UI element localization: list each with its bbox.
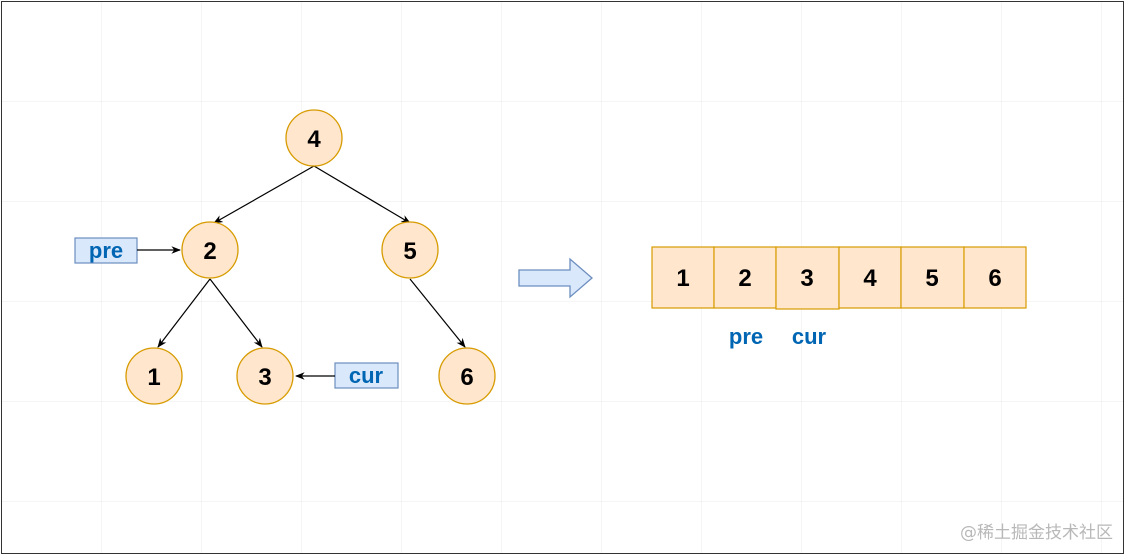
- edge-2-1: [157, 278, 211, 348]
- array-cell-label: 2: [738, 265, 751, 292]
- array-cell-label: 1: [676, 265, 689, 292]
- array-cell-5: 5: [900, 246, 965, 309]
- tree-node-5: 5: [381, 221, 439, 279]
- array-cell-label: 4: [863, 265, 877, 292]
- transform-arrow-icon: [518, 257, 593, 299]
- array-pre-label: pre: [729, 324, 763, 349]
- array-cell-label: 3: [800, 265, 813, 292]
- tree-node-2: 2: [181, 221, 239, 279]
- array-cell-label: 5: [925, 265, 938, 292]
- array-cur-label: cur: [792, 324, 827, 349]
- tree-node-label: 2: [203, 238, 216, 265]
- array-cell-2: 2: [713, 246, 777, 309]
- pre-pointer-tag: pre: [74, 237, 138, 264]
- tree-node-label: 1: [147, 364, 160, 391]
- tree-node-6: 6: [438, 347, 496, 405]
- array-cell-6: 6: [963, 246, 1027, 309]
- tree-node-3: 3: [236, 347, 294, 405]
- edge-2-3: [209, 278, 263, 348]
- edge-4-2: [213, 165, 315, 224]
- tree-node-label: 5: [403, 238, 416, 265]
- tree-node-label: 4: [307, 126, 321, 153]
- watermark-text: @稀土掘金技术社区: [960, 523, 1113, 543]
- cur-tag-label: cur: [349, 363, 384, 388]
- edge-5-6: [409, 278, 466, 348]
- tree-node-label: 6: [460, 364, 473, 391]
- edge-4-5: [313, 165, 411, 224]
- pre-tag-label: pre: [89, 238, 123, 263]
- array-cell-1: 1: [651, 246, 715, 309]
- tree-node-4: 4: [285, 109, 343, 167]
- array-cell-4: 4: [838, 246, 902, 309]
- tree-node-label: 3: [258, 364, 271, 391]
- array-cell-label: 6: [988, 265, 1001, 292]
- tree-node-1: 1: [125, 347, 183, 405]
- array-cell-3: 3: [775, 246, 840, 310]
- cur-pointer-tag: cur: [334, 362, 399, 389]
